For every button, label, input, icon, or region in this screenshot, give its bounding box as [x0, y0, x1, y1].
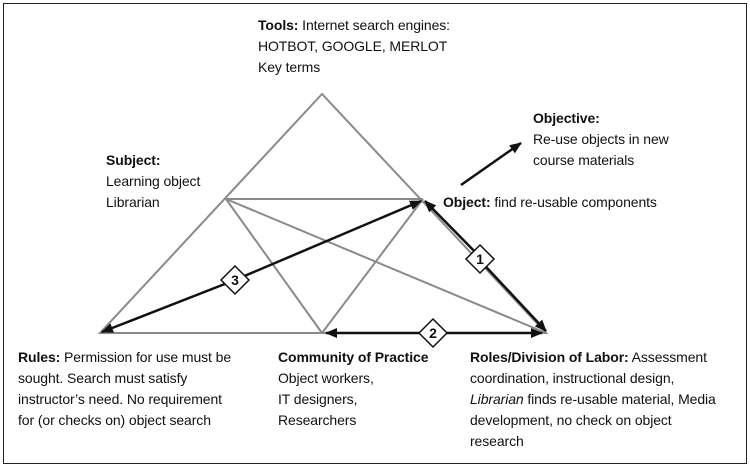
roles-line-2: coordination, instructional design,: [470, 370, 675, 386]
tools-line-1: Internet search engines:: [302, 17, 450, 33]
svg-text:2: 2: [429, 325, 437, 341]
roles-line-1: Assessment: [631, 349, 707, 365]
object-label: Object: find re-usable components: [443, 192, 657, 213]
objective-label: Objective: Re-use objects in new course …: [533, 108, 669, 171]
subject-label: Subject: Learning object Librarian: [106, 150, 200, 213]
rules-line-2: sought. Search must satisfy: [18, 370, 188, 386]
roles-line-5: research: [470, 433, 524, 449]
rules-label: Rules: Permission for use must be sought…: [18, 347, 231, 431]
tools-line-2: HOTBOT, GOOGLE, MERLOT: [258, 38, 448, 54]
marker-2: 2: [417, 317, 449, 349]
object-heading: Object:: [443, 194, 491, 210]
roles-librarian-italic: Librarian: [470, 391, 524, 407]
objective-line-1: Re-use objects in new: [533, 131, 669, 147]
roles-label: Roles/Division of Labor: Assessment coor…: [470, 347, 716, 452]
arrow-3-to-rules: [101, 278, 236, 334]
rules-line-4: for (or checks on) object search: [18, 412, 211, 428]
tools-label: Tools: Internet search engines: HOTBOT, …: [258, 15, 450, 78]
community-line-3: Researchers: [278, 412, 357, 428]
rules-line-1: Permission for use must be: [63, 349, 232, 365]
roles-line-4: development, no check on object: [470, 412, 672, 428]
tools-heading: Tools:: [258, 17, 299, 33]
object-text: find re-usable components: [494, 194, 657, 210]
subject-heading: Subject:: [106, 152, 161, 168]
arrow-3-to-object: [234, 199, 422, 282]
arrow-1-to-roles: [474, 254, 547, 332]
marker-3: 3: [219, 264, 251, 296]
roles-heading: Roles/Division of Labor:: [470, 349, 629, 365]
subject-line-2: Librarian: [106, 194, 160, 210]
subject-line-1: Learning object: [106, 173, 201, 189]
svg-text:1: 1: [476, 251, 484, 267]
community-label: Community of Practice Object workers, IT…: [278, 347, 428, 431]
outer-triangle: [97, 92, 549, 334]
rules-heading: Rules:: [18, 349, 61, 365]
inner-edge-right: [321, 198, 424, 334]
roles-line-3: finds re-usable material, Media: [527, 391, 716, 407]
tools-line-3: Key terms: [258, 59, 321, 75]
community-heading: Community of Practice: [278, 349, 429, 365]
objective-heading: Objective:: [533, 110, 600, 126]
rules-line-3: instructor’s need. No requirement: [18, 391, 222, 407]
diagram-frame: [3, 3, 747, 464]
objective-line-2: course materials: [533, 152, 635, 168]
svg-text:3: 3: [231, 272, 239, 288]
subject-to-roles-line: [225, 198, 547, 334]
community-line-2: IT designers,: [278, 391, 358, 407]
community-line-1: Object workers,: [278, 370, 374, 386]
objective-arrow: [460, 141, 522, 187]
marker-1: 1: [464, 243, 496, 275]
inner-edge-left: [225, 198, 323, 334]
